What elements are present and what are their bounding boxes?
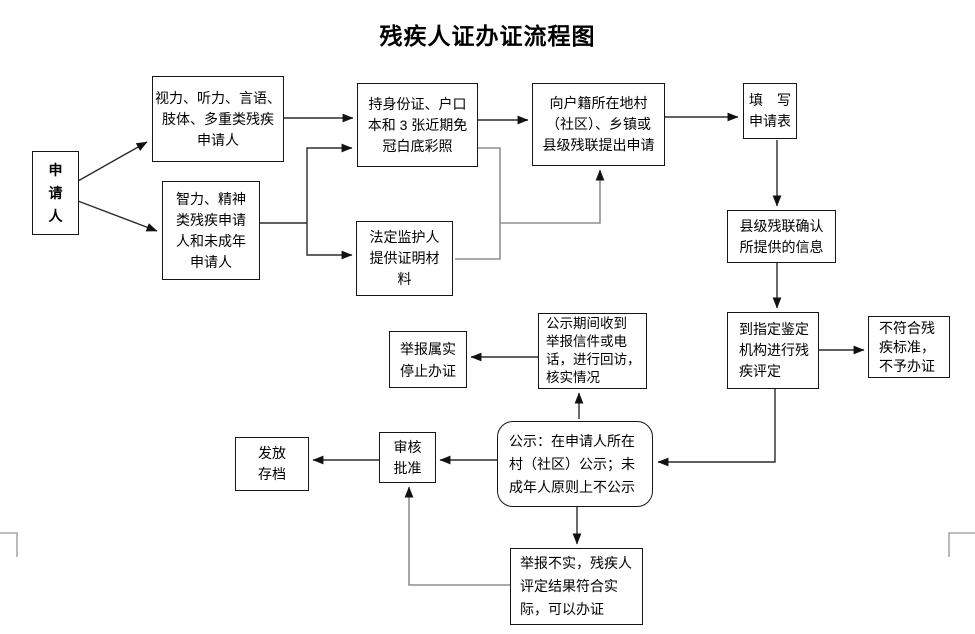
node-publicity: 公示：在申请人所在 村（社区）公示；未 成年人原则上不公示: [497, 421, 653, 507]
node-report-true-stop: 举报属实 停止办证: [389, 331, 467, 388]
diagram-title: 残疾人证办证流程图: [379, 24, 596, 49]
node-bring-documents: 持身份证、户口 本和 3 张近期免 冠白底彩照: [357, 83, 478, 167]
node-report-received: 公示期间收到 举报信件或电 话，进行回访， 核实情况: [538, 313, 647, 389]
connector-guardian-to-apply: [500, 169, 605, 224]
node-guardian-materials: 法定监护人 提供证明材 料: [356, 221, 453, 296]
connector-applicant-to-mental: [77, 200, 158, 232]
connector-mental-to-documents: [306, 143, 353, 223]
node-report-false-proceed: 举报不实，残疾人 评定结果符合实 际，可以办证: [510, 548, 643, 625]
connector-applicant-to-sensory: [77, 141, 148, 182]
node-not-qualified: 不符合残 疾标准， 不予办证: [868, 316, 950, 378]
canvas-corner-mark-right: [948, 532, 975, 557]
node-submit-application: 向户籍所在地村 （社区）、乡镇或 县级残联提出申请: [532, 83, 665, 166]
node-disability-assessment: 到指定鉴定 机构进行残 疾评定: [727, 312, 819, 389]
node-review-approve: 审核 批准: [379, 432, 436, 483]
node-confirm-information: 县级残联确认 所提供的信息: [727, 210, 836, 263]
connector-assess-to-publicity: [657, 389, 776, 467]
node-sensory-disability-applicants: 视力、听力、言语、 肢体、多重类残疾 申请人: [152, 76, 284, 162]
node-fill-form: 填 写 申请表: [743, 83, 797, 139]
connector-mental-to-guardian: [306, 223, 353, 260]
node-issue-archive: 发放 存档: [235, 437, 309, 491]
connector-reportfalse-to-approve: [404, 486, 510, 586]
node-mental-disability-applicants: 智力、精神 类残疾申请 人和未成年 申请人: [162, 181, 260, 280]
node-applicant: 申 请 人: [32, 151, 79, 235]
canvas-corner-mark-left: [0, 532, 18, 557]
